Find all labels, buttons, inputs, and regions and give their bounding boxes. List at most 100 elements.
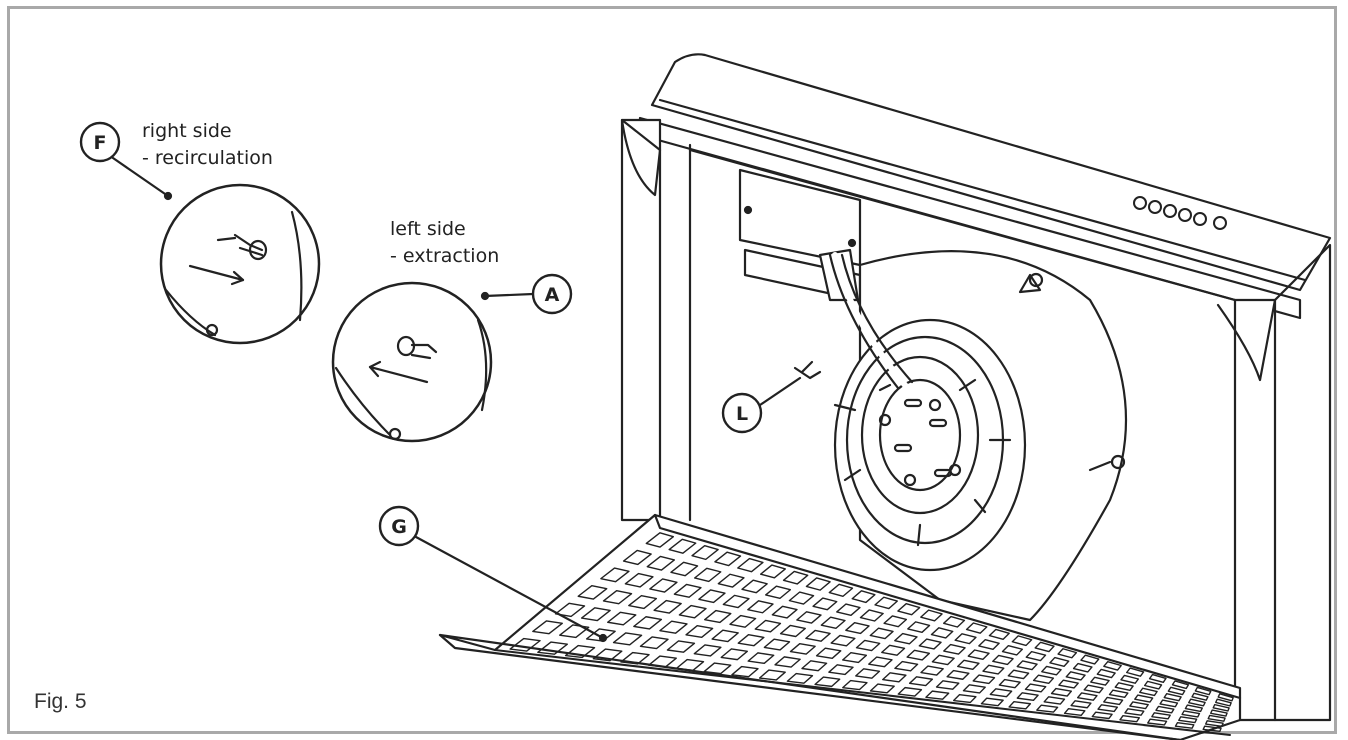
filter-mesh-cell <box>1043 696 1066 705</box>
filter-mesh-cell <box>622 549 652 566</box>
filter-mesh-cell <box>1174 721 1195 729</box>
part-l-clip <box>793 360 822 380</box>
callout-f-letter: F <box>94 132 107 154</box>
filter-mesh-cell <box>836 603 861 617</box>
filter-mesh-cell <box>881 644 906 656</box>
filter-mesh-cell <box>982 664 1005 675</box>
filter-mesh-cell <box>691 545 719 561</box>
filter-mesh-cell <box>693 567 722 583</box>
filter-mesh-cell <box>1049 656 1070 667</box>
filter-mesh-cell <box>978 639 1000 650</box>
filter-mesh-cell <box>1034 641 1055 653</box>
filter-mesh-cell <box>1063 707 1086 716</box>
filter-mesh-cell <box>946 669 970 680</box>
filter-mesh-cell <box>957 659 980 670</box>
filter-mesh-cell <box>1205 720 1224 727</box>
filter-mesh-cell <box>965 622 988 634</box>
filter-mesh-cell <box>1178 716 1198 724</box>
callout-f: F <box>79 121 173 201</box>
callout-a-line2: - extraction <box>390 245 500 267</box>
filter-mesh-cell <box>1143 680 1163 690</box>
filter-mesh-cell <box>1124 708 1145 716</box>
filter-mesh-cell <box>600 567 630 583</box>
filter-mesh-cell <box>1011 635 1033 647</box>
filter-mesh-cell <box>714 551 742 567</box>
filter-mesh-cell <box>868 656 893 668</box>
filter-mesh-cell <box>815 647 842 659</box>
callout-g-letter: G <box>391 516 407 538</box>
filter-mesh-cell <box>989 688 1013 698</box>
filter-mesh-cell <box>782 570 809 585</box>
filter-mesh-cell <box>935 680 960 690</box>
filter-mesh-cell <box>731 665 759 678</box>
filter-mesh-cell <box>668 538 697 554</box>
filter-mesh-cell <box>998 678 1021 689</box>
filter-mesh-cell <box>1103 660 1122 671</box>
filter-mesh-cell <box>653 599 682 614</box>
filter-mesh-cell <box>931 654 955 666</box>
filter-mesh-cell <box>1163 693 1182 702</box>
filter-mesh-cell <box>1215 698 1232 707</box>
filter-mesh-cell <box>788 591 815 605</box>
filter-mesh-cell <box>789 642 816 655</box>
filter-mesh-cell <box>673 583 702 598</box>
filter-mesh-cell <box>1016 660 1038 671</box>
hood-body <box>620 53 1332 722</box>
callout-a-line1: left side <box>390 218 466 240</box>
callout-l: L <box>721 376 802 434</box>
filter-mesh-cell <box>620 651 650 665</box>
filter-mesh-cell <box>612 632 643 646</box>
filter-mesh-cell <box>1076 692 1098 701</box>
filter-mesh-cell <box>607 611 637 626</box>
filter-mesh-cell <box>554 602 586 618</box>
filter-mesh-cell <box>859 609 884 622</box>
filter-mesh-cell <box>1212 703 1230 712</box>
filter-mesh-cell <box>869 627 894 640</box>
filter-mesh-cell <box>1191 692 1209 701</box>
fan-wheel <box>833 318 1027 572</box>
filter-mesh-cell <box>693 644 722 657</box>
filter-mesh-cell <box>894 632 918 645</box>
filter-mesh-cell <box>855 639 881 652</box>
filter-mesh-cell <box>711 629 739 643</box>
filter-mesh-cell <box>747 652 775 665</box>
filter-mesh-cell <box>741 579 768 594</box>
filter-mesh-cell <box>1096 668 1116 679</box>
filter-mesh-cell <box>1025 650 1047 662</box>
filter-mesh-cell <box>737 557 764 573</box>
filter-mesh-cell <box>628 594 658 610</box>
filter-mesh-cell <box>812 597 838 611</box>
filter-mesh-cell <box>962 684 986 694</box>
detail-circle-right <box>159 183 321 345</box>
filter-mesh-cell <box>907 621 931 634</box>
filter-mesh-cell <box>779 624 806 638</box>
filter-mesh-cell <box>1167 686 1186 696</box>
filter-mesh-cell <box>1007 669 1030 680</box>
filter-mesh-cell <box>1070 700 1092 709</box>
filter-mesh-cell <box>801 660 828 672</box>
callout-f-line2: - recirculation <box>142 147 273 169</box>
filter-mesh-cell <box>729 614 757 628</box>
filter-mesh <box>509 532 1234 733</box>
filter-mesh-cell <box>920 609 943 622</box>
filter-mesh-cell <box>1083 684 1104 694</box>
filter-mesh-cell <box>1194 686 1212 696</box>
filter-mesh-cell <box>967 649 990 660</box>
filter-mesh-cell <box>704 609 732 624</box>
filter-mesh-cell <box>988 628 1010 640</box>
filter-mesh-cell <box>805 629 831 642</box>
filter-mesh-cell <box>1036 704 1059 713</box>
filter-mesh-cell <box>648 655 677 668</box>
filter-mesh-cell <box>841 651 868 664</box>
filter-mesh-cell <box>882 672 907 683</box>
filter-mesh-cell <box>1050 687 1073 697</box>
filter-mesh-cell <box>1108 689 1129 699</box>
filter-mesh-cell <box>828 583 854 597</box>
filter-mesh-cell <box>659 620 688 634</box>
filter-mesh-cell <box>796 611 822 624</box>
filter-mesh-cell <box>894 660 919 672</box>
filter-mesh-cell <box>942 615 966 628</box>
filter-mesh-cell <box>532 620 563 635</box>
filter-mesh-cell <box>1181 710 1201 718</box>
filter-mesh-cell <box>1129 701 1149 710</box>
